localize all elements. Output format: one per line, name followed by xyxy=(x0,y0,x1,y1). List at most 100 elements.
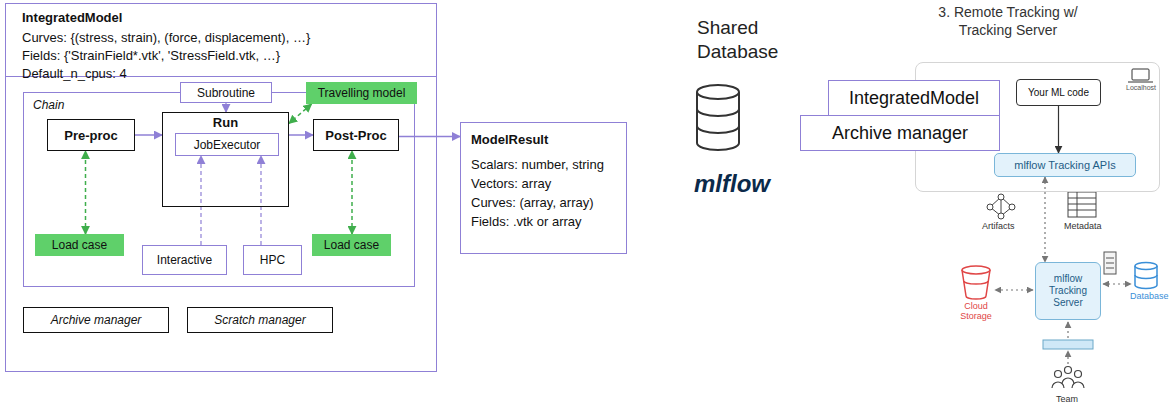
connector xyxy=(1044,177,1045,262)
tracking-server-box: mlflow Tracking Server xyxy=(1035,262,1101,320)
connector xyxy=(225,103,226,112)
team-icon xyxy=(1075,371,1082,378)
node-text: mlflow Tracking APIs xyxy=(1014,159,1115,171)
node-text: Scratch manager xyxy=(214,313,305,327)
manager-box: Scratch manager xyxy=(187,307,333,333)
server-icon xyxy=(1104,252,1116,274)
connector xyxy=(260,156,261,245)
team-icon xyxy=(1052,378,1084,388)
model-result-box: ModelResultScalars: number, stringVector… xyxy=(460,122,627,254)
node-text: Fields: {'StrainField*.vtk', 'StressFiel… xyxy=(22,48,280,63)
database-icon xyxy=(697,92,739,150)
icon-label: Artifacts xyxy=(982,221,1015,231)
subroutine-box: Subroutine xyxy=(180,82,272,103)
node-text: Post-Proc xyxy=(325,128,386,143)
cloud-storage-icon xyxy=(962,266,990,274)
chain-box: ChainSubroutineTravelling modelPre-procR… xyxy=(23,92,415,287)
laptop-icon xyxy=(1128,69,1153,82)
connector xyxy=(85,151,87,234)
laptop-icon xyxy=(1132,69,1149,80)
node-text: Fields: .vtk or array xyxy=(471,212,582,231)
laptop-icon xyxy=(1128,82,1153,83)
database-icon-small xyxy=(1135,263,1157,289)
database-icon xyxy=(697,85,739,99)
metadata-icon xyxy=(1068,192,1096,217)
metadata-icon xyxy=(1068,192,1096,217)
travelling-model-box: Travelling model xyxy=(306,82,417,104)
server-icon xyxy=(1104,252,1116,274)
executor-option-box: Interactive xyxy=(142,245,227,275)
artifacts-icon xyxy=(998,194,1004,200)
node-text: Travelling model xyxy=(318,86,406,100)
node-text: Vectors: array xyxy=(471,174,551,193)
connector xyxy=(135,134,162,136)
database-icon xyxy=(697,126,739,133)
connector xyxy=(1058,106,1059,153)
box-heading: IntegratedModel xyxy=(22,10,122,25)
integrated-model-tag: IntegratedModel xyxy=(828,80,1000,116)
node-text: Scalars: number, string xyxy=(471,155,604,174)
dotted-flow xyxy=(1103,283,1131,284)
node-text: Localhost xyxy=(1126,84,1156,91)
box-heading: ModelResult xyxy=(471,130,548,149)
connector xyxy=(351,151,353,234)
executor-option-box: HPC xyxy=(243,245,302,275)
artifacts-icon xyxy=(998,213,1004,219)
connector xyxy=(200,156,201,245)
node-text: HPC xyxy=(260,253,285,267)
artifacts-icon xyxy=(1009,204,1015,210)
load-case-box: Load case xyxy=(312,234,391,256)
database-icon-small xyxy=(1135,275,1157,279)
database-icon-small xyxy=(1135,263,1157,270)
node-text: Your ML code xyxy=(1028,87,1089,98)
integrated-model-box: IntegratedModelCurves: {(stress, strain)… xyxy=(5,3,437,372)
dotted-flow xyxy=(995,289,1033,290)
node-text: JobExecutor xyxy=(194,138,261,152)
node-text: IntegratedModel xyxy=(849,88,979,109)
process-box: Pre-proc xyxy=(47,119,135,151)
process-box: Post-Proc xyxy=(313,119,399,151)
artifacts-icon xyxy=(987,194,1015,219)
node-text: Chain xyxy=(33,98,64,112)
team-icon xyxy=(1052,367,1084,389)
node-text: Run xyxy=(213,115,238,130)
icon-label: Metadata xyxy=(1064,221,1102,231)
team-icon xyxy=(1055,371,1062,378)
artifacts-icon xyxy=(987,204,993,210)
database-caption: Shared Database xyxy=(697,16,797,64)
icon-label: Database xyxy=(1130,291,1169,301)
database-icon xyxy=(697,85,739,150)
browser-bar xyxy=(1043,340,1093,349)
load-case-box: Load case xyxy=(35,234,124,256)
node-text: mlflow Tracking Server xyxy=(1042,273,1094,309)
node-text: Curves: {(stress, strain), (force, displ… xyxy=(22,30,310,45)
database-icon xyxy=(697,109,739,116)
code-box: Your ML code xyxy=(1016,79,1101,106)
connector xyxy=(289,104,312,123)
connector xyxy=(289,134,313,136)
node-text: Default_n_cpus: 4 xyxy=(22,66,127,81)
tracking-api-box: mlflow Tracking APIs xyxy=(994,153,1136,177)
node-text: Load case xyxy=(52,238,107,252)
node-text: Interactive xyxy=(157,253,212,267)
metadata-icon xyxy=(1068,192,1096,217)
cloud-storage-icon xyxy=(964,281,988,284)
node-text: Subroutine xyxy=(197,86,255,100)
icon-label: Cloud Storage xyxy=(952,301,1000,322)
job-executor-box: JobExecutor xyxy=(175,133,279,156)
dotted-flow xyxy=(1067,322,1068,338)
team-icon xyxy=(1065,367,1072,374)
dotted-flow xyxy=(1067,351,1068,364)
archive-manager-tag: Archive manager xyxy=(800,115,1000,151)
node-text: Archive manager xyxy=(832,123,968,144)
manager-box: Archive manager xyxy=(23,307,169,333)
cloud-storage-icon xyxy=(962,266,990,299)
icon-label: Team xyxy=(1056,394,1078,404)
node-text: Curves: (array, array) xyxy=(471,193,594,212)
server-icon xyxy=(1106,258,1114,268)
section-heading: 3. Remote Tracking w/ Tracking Server xyxy=(938,4,1078,39)
node-text: Pre-proc xyxy=(64,128,117,143)
node-text: Load case xyxy=(324,238,379,252)
connector xyxy=(399,136,460,138)
